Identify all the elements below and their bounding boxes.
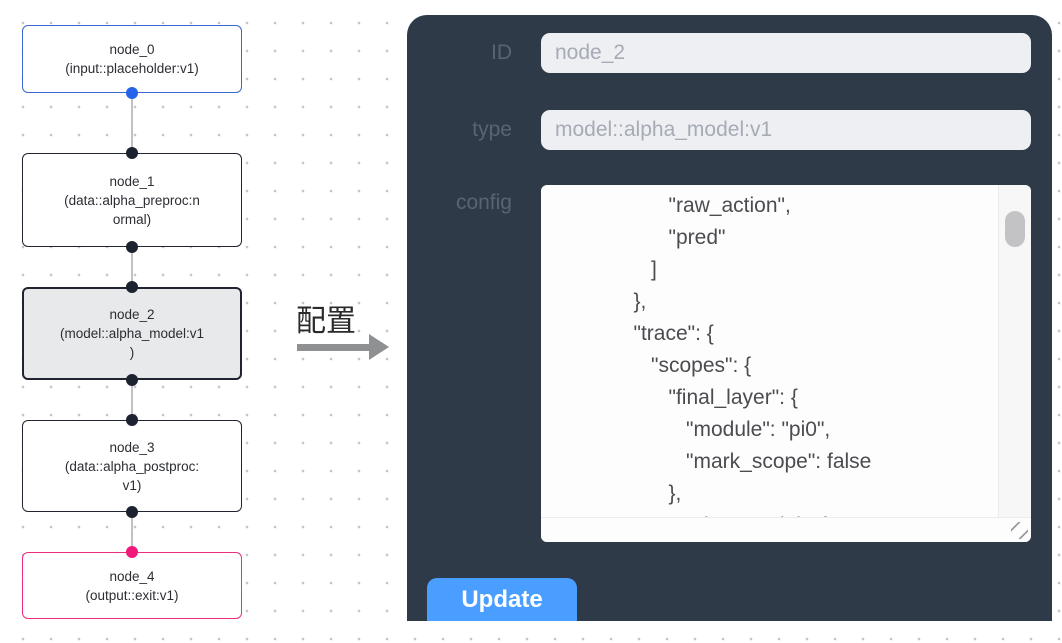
arrow-head-icon bbox=[369, 334, 389, 360]
node-node_1[interactable]: node_1 (data::alpha_preproc:n ormal) bbox=[22, 153, 242, 247]
node-config-panel: ID type config "raw_action", "pred" ] },… bbox=[407, 15, 1052, 621]
transition-label: 配置 bbox=[296, 305, 356, 338]
node-node_2-selected[interactable]: node_2 (model::alpha_model:v1 ) bbox=[22, 287, 242, 380]
type-label: type bbox=[472, 118, 512, 141]
horizontal-scrollbar[interactable] bbox=[541, 517, 1031, 542]
node-label: node_0 (input::placeholder:v1) bbox=[65, 42, 199, 76]
node-port[interactable] bbox=[126, 546, 138, 558]
id-input[interactable] bbox=[541, 33, 1031, 73]
node-port[interactable] bbox=[126, 374, 138, 386]
update-button[interactable]: Update bbox=[427, 578, 577, 621]
node-port[interactable] bbox=[126, 241, 138, 253]
node-port[interactable] bbox=[126, 414, 138, 426]
resize-handle-icon[interactable] bbox=[1011, 522, 1028, 539]
edge-node3-node4 bbox=[131, 512, 133, 552]
node-port[interactable] bbox=[126, 147, 138, 159]
edge-node1-node2 bbox=[131, 247, 133, 287]
scrollbar[interactable] bbox=[998, 185, 1031, 517]
node-label: node_4 (output::exit:v1) bbox=[85, 568, 179, 603]
node-node_3[interactable]: node_3 (data::alpha_postproc: v1) bbox=[22, 420, 242, 512]
config-textarea[interactable]: "raw_action", "pred" ] }, "trace": { "sc… bbox=[541, 185, 1031, 542]
edge-node0-node1 bbox=[131, 93, 133, 153]
arrow-icon bbox=[297, 344, 369, 351]
scrollbar-thumb[interactable] bbox=[1005, 211, 1025, 247]
node-label: node_2 (model::alpha_model:v1 ) bbox=[59, 307, 205, 360]
node-node_4[interactable]: node_4 (output::exit:v1) bbox=[22, 552, 242, 619]
id-label: ID bbox=[491, 41, 512, 64]
node-port[interactable] bbox=[126, 506, 138, 518]
config-label: config bbox=[455, 191, 512, 214]
node-label: node_1 (data::alpha_preproc:n ormal) bbox=[64, 173, 200, 227]
node-label: node_3 (data::alpha_postproc: v1) bbox=[64, 439, 200, 493]
node-node_0[interactable]: node_0 (input::placeholder:v1) bbox=[22, 25, 242, 93]
config-json-text: "raw_action", "pred" ] }, "trace": { "sc… bbox=[633, 194, 872, 537]
node-port[interactable] bbox=[126, 281, 138, 293]
node-port[interactable] bbox=[126, 87, 138, 99]
edge-node2-node3 bbox=[131, 380, 133, 420]
type-input[interactable] bbox=[541, 110, 1031, 150]
